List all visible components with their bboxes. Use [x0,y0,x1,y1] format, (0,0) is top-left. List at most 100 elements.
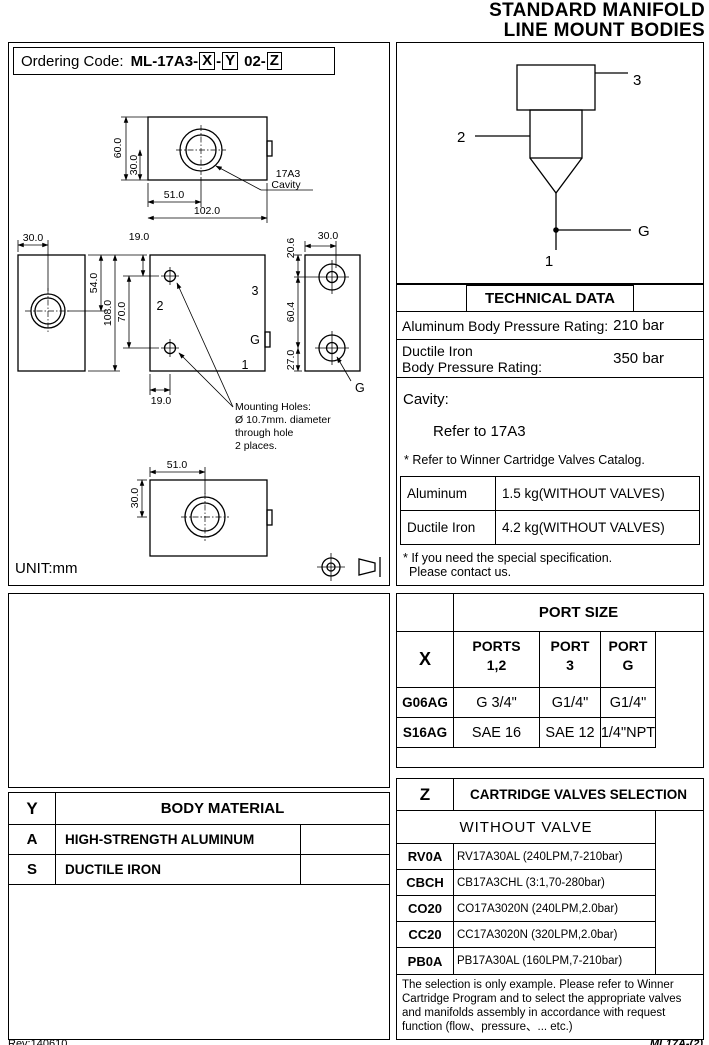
ordering-code-prefix: ML-17A3- [130,52,199,70]
weight-value-aluminum: 1.5 kg(WITHOUT VALVES) [495,476,700,511]
weight-material-iron: Ductile Iron [400,510,496,545]
ordering-code-mid: 02- [244,52,266,70]
pressure-rating-aluminum-row: Aluminum Body Pressure Rating: 210 bar [397,312,703,340]
cartridge-row-desc: RV17A30AL (240LPM,7-210bar) [454,844,656,870]
cartridge-row-desc: CB17A3CHL (3:1,70-280bar) [454,870,656,896]
dim-54: 54.0 [88,273,100,294]
ordering-code-x: X [199,52,216,70]
empty-panel [8,593,390,788]
manifold-dimension-drawing: 60.0 30.0 51.0 102.0 17A3 Cavity [17,116,381,581]
table-row: Ductile Iron 4.2 kg(WITHOUT VALVES) [400,510,700,545]
special-spec-note: * If you need the special specification.… [403,551,613,579]
pressure-rating-iron-label: Ductile Iron Body Pressure Rating: [402,342,543,375]
dim-30-top: 30.0 [128,155,140,176]
ordering-code-y: Y [222,52,239,70]
dim-19-top: 19.0 [129,231,150,243]
port-size-panel: PORT SIZE X PORTS 1,2 PORT 3 PORT G G06A… [396,593,704,768]
cartridge-row-code: CO20 [397,896,454,922]
catalog-note: * Refer to Winner Cartridge Valves Catal… [404,453,645,467]
mounting-note-line2: Ø 10.7mm. diameter [235,414,331,426]
cartridge-selection-table: Z CARTRIDGE VALVES SELECTION WITHOUT VAL… [397,779,703,1039]
cartridge-row-code: RV0A [397,844,454,870]
body-material-panel: Y BODY MATERIAL A HIGH-STRENGTH ALUMINUM… [8,792,390,1040]
dim-20-6: 20.6 [285,238,297,259]
port-size-header-port3: PORT 3 [540,632,601,688]
body-material-y-header: Y [9,793,56,825]
cavity-value: Refer to 17A3 [433,423,526,440]
page-title-line2: LINE MOUNT BODIES [503,20,705,41]
port-size-cell: G1/4" [601,688,656,718]
technical-data-panel: TECHNICAL DATA Aluminum Body Pressure Ra… [396,284,704,586]
ordering-code-box: Ordering Code: ML-17A3-X-Y 02-Z [13,47,335,75]
middle-dimensions: 54.0 108.0 70.0 19.0 19.0 [67,231,171,407]
body-material-title: BODY MATERIAL [56,793,389,825]
port-size-cell: G1/4" [540,688,601,718]
schematic-port-g-label: G [638,223,650,240]
mounting-note-line1: Mounting Holes: [235,401,311,413]
dim-30-left: 30.0 [23,232,44,244]
cartridge-selection-panel: Z CARTRIDGE VALVES SELECTION WITHOUT VAL… [396,778,704,1040]
port-size-header-portg: PORT G [601,632,656,688]
page-title-line1: STANDARD MANIFOLD [489,0,705,21]
mounting-holes-note: Mounting Holes: Ø 10.7mm. diameter throu… [176,282,331,452]
dim-60: 60.0 [112,138,124,159]
cartridge-row-desc: CO17A3020N (240LPM,2.0bar) [454,896,656,922]
port-size-cell: G 3/4" [454,688,540,718]
cartridge-row-desc: PB17A30AL (160LPM,7-210bar) [454,948,656,974]
body-material-row-label: HIGH-STRENGTH ALUMINUM [56,825,301,855]
third-angle-projection-icon [317,553,381,581]
ordering-code-value: ML-17A3-X-Y 02-Z [131,52,283,70]
cartridge-row-code: PB0A [397,948,454,974]
schematic-port-2-label: 2 [457,129,465,146]
page-title: STANDARD MANIFOLD LINE MOUNT BODIES [489,1,705,41]
dim-30-right: 30.0 [318,230,339,242]
body-material-table: Y BODY MATERIAL A HIGH-STRENGTH ALUMINUM… [9,793,389,1039]
port-size-table: PORT SIZE X PORTS 1,2 PORT 3 PORT G G06A… [397,594,703,767]
port-size-x-header: X [397,632,454,688]
cartridge-z-header: Z [397,779,454,811]
port-size-corner-cell [397,594,454,632]
cavity-label: Cavity: [403,391,449,408]
schematic-port-3-label: 3 [633,72,641,89]
cavity-callout-line2: Cavity [271,179,301,191]
port-size-cell: SAE 12 [540,718,601,748]
unit-label: UNIT:mm [15,560,78,577]
ordering-code-dash: - [216,52,222,70]
dim-30-bottom: 30.0 [129,488,141,509]
bottom-view: 51.0 30.0 [129,459,273,557]
front-port-3-label: 3 [252,284,259,298]
ordering-code-z: Z [266,52,282,70]
dim-51-bottom: 51.0 [167,459,188,471]
cartridge-row-code: CBCH [397,870,454,896]
cartridge-valve-schematic: 3 2 G 1 [457,64,650,270]
weight-table: Aluminum 1.5 kg(WITHOUT VALVES) Ductile … [400,476,700,545]
cartridge-row-code: CC20 [397,922,454,948]
schematic-port-1-label: 1 [545,253,553,270]
dim-51-top: 51.0 [164,189,185,201]
cavity-callout-line1: 17A3 [276,168,301,180]
technical-data-header: TECHNICAL DATA [397,285,703,312]
document-code: ML17A-(2) [649,1038,703,1045]
cartridge-title: CARTRIDGE VALVES SELECTION [454,779,703,811]
top-view: 60.0 30.0 51.0 102.0 17A3 Cavity [112,116,313,223]
front-port-g-label: G [250,333,260,347]
weight-material-aluminum: Aluminum [400,476,496,511]
table-row: Aluminum 1.5 kg(WITHOUT VALVES) [400,476,700,511]
dim-27: 27.0 [285,350,297,371]
front-view: 2 3 G 1 [149,254,271,372]
port-size-row-code: G06AG [397,688,454,718]
ordering-code-label: Ordering Code: [21,52,124,70]
pressure-rating-iron-value: 350 bar [613,350,664,367]
cartridge-without-valve: WITHOUT VALVE [397,811,656,844]
cartridge-selection-note: The selection is only example. Please re… [397,974,703,1039]
right-port-g-label: G [355,381,365,395]
weight-value-iron: 4.2 kg(WITHOUT VALVES) [495,510,700,545]
right-side-view: 20.6 30.0 60.4 27.0 G [285,230,365,395]
pressure-rating-aluminum-value: 210 bar [613,317,664,334]
dim-19-bottom: 19.0 [151,395,172,407]
revision-label: Rev:140610 [8,1038,68,1045]
front-port-1-label: 1 [242,358,249,372]
mounting-note-line4: 2 places. [235,440,277,452]
